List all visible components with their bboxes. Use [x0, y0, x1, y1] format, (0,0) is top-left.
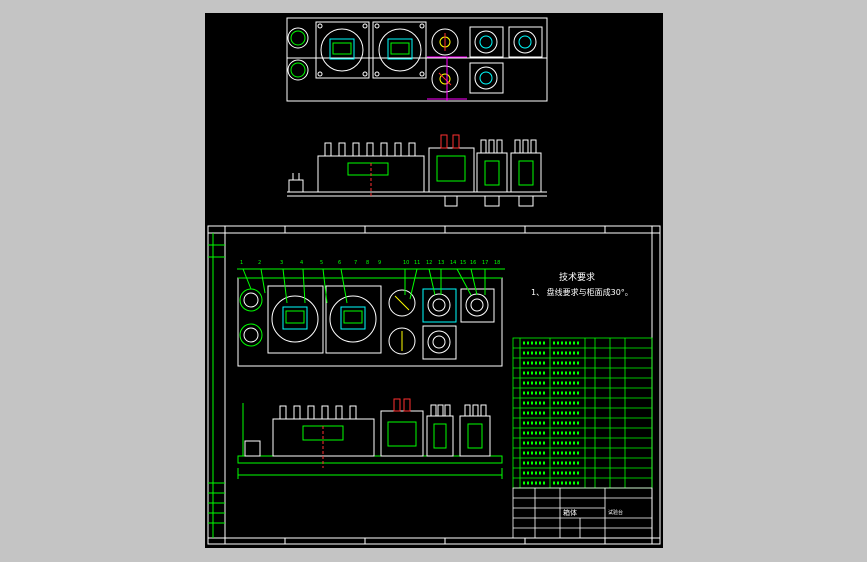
drawing-sheet: 技术要求 1、 盘线要求与柜面成30°。 1 2 3 4 5 6 7 8 9 1… [205, 13, 663, 548]
breaker-2 [510, 152, 542, 193]
parts-list [512, 337, 653, 489]
title-block-side: 试验台 [608, 510, 624, 516]
button-unit-2 [508, 26, 543, 58]
callout-numbers: 1 2 3 4 5 6 7 8 9 10 11 12 13 14 15 16 1… [238, 261, 508, 269]
callout-1: 1 [240, 260, 244, 266]
button-unit-3 [469, 62, 504, 94]
tech-requirements-title: 技术要求 [559, 273, 596, 283]
callout-14: 14 [450, 260, 457, 266]
tech-requirement-1: 1、 盘线要求与柜面成30°。 [531, 288, 633, 297]
callout-18: 18 [494, 260, 501, 266]
pressure-gauge-1 [287, 27, 309, 49]
button-unit-1 [469, 26, 504, 58]
callout-11: 11 [414, 260, 421, 266]
rotary-switch-1 [431, 28, 459, 56]
breaker-1 [476, 152, 508, 193]
callout-13: 13 [438, 260, 445, 266]
callout-10: 10 [403, 260, 410, 266]
callout-8: 8 [366, 260, 370, 266]
lower-side-view [237, 398, 503, 479]
title-block [512, 487, 653, 539]
callout-5: 5 [320, 260, 324, 266]
callout-16: 16 [470, 260, 477, 266]
meter-panel-2 [372, 21, 427, 79]
rotary-switch-2 [431, 65, 459, 93]
lower-front-view [237, 268, 505, 367]
pressure-gauge-2 [287, 59, 309, 81]
callout-4: 4 [300, 260, 304, 266]
callout-2: 2 [258, 260, 262, 266]
meter-panel-1 [315, 21, 370, 79]
callout-3: 3 [280, 260, 284, 266]
callout-7: 7 [354, 260, 358, 266]
upper-front-view [286, 17, 548, 102]
callout-15: 15 [460, 260, 467, 266]
callout-6: 6 [338, 260, 342, 266]
callout-12: 12 [426, 260, 433, 266]
cad-drawing [207, 17, 661, 545]
callout-17: 17 [482, 260, 489, 266]
callout-9: 9 [378, 260, 382, 266]
relay-unit [428, 147, 475, 193]
title-block-name: 箱体 [563, 509, 577, 517]
upper-side-view [287, 134, 547, 207]
